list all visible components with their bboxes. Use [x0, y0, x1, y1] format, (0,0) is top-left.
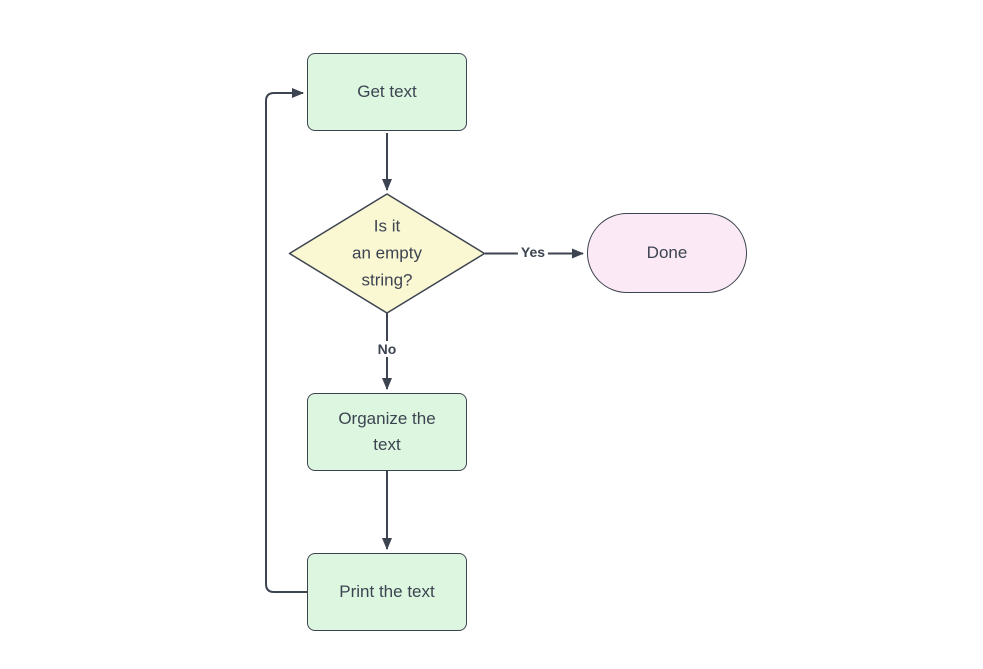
decision-label-line-1: Is it [373, 216, 401, 236]
node-print-text-label: Print the text [339, 582, 435, 601]
node-get-text-label: Get text [357, 82, 417, 101]
node-get-text: Get text [307, 53, 467, 131]
edge-print-to-get-text [265, 88, 307, 593]
node-done: Done [587, 213, 747, 293]
node-organize-text-label: Organize the text [338, 409, 436, 454]
node-done-label: Done [646, 243, 688, 262]
decision-diamond-shape [288, 193, 486, 314]
decision-label-line-2: an empty [352, 243, 422, 263]
node-decision-label: Is it an empty string? [352, 213, 422, 294]
edge-label-yes: Yes [517, 244, 549, 260]
node-print-text: Print the text [307, 553, 467, 631]
edge-label-no: No [374, 341, 400, 357]
node-organize-text: Organize the text [307, 393, 467, 471]
decision-label-line-3: string? [361, 270, 413, 290]
